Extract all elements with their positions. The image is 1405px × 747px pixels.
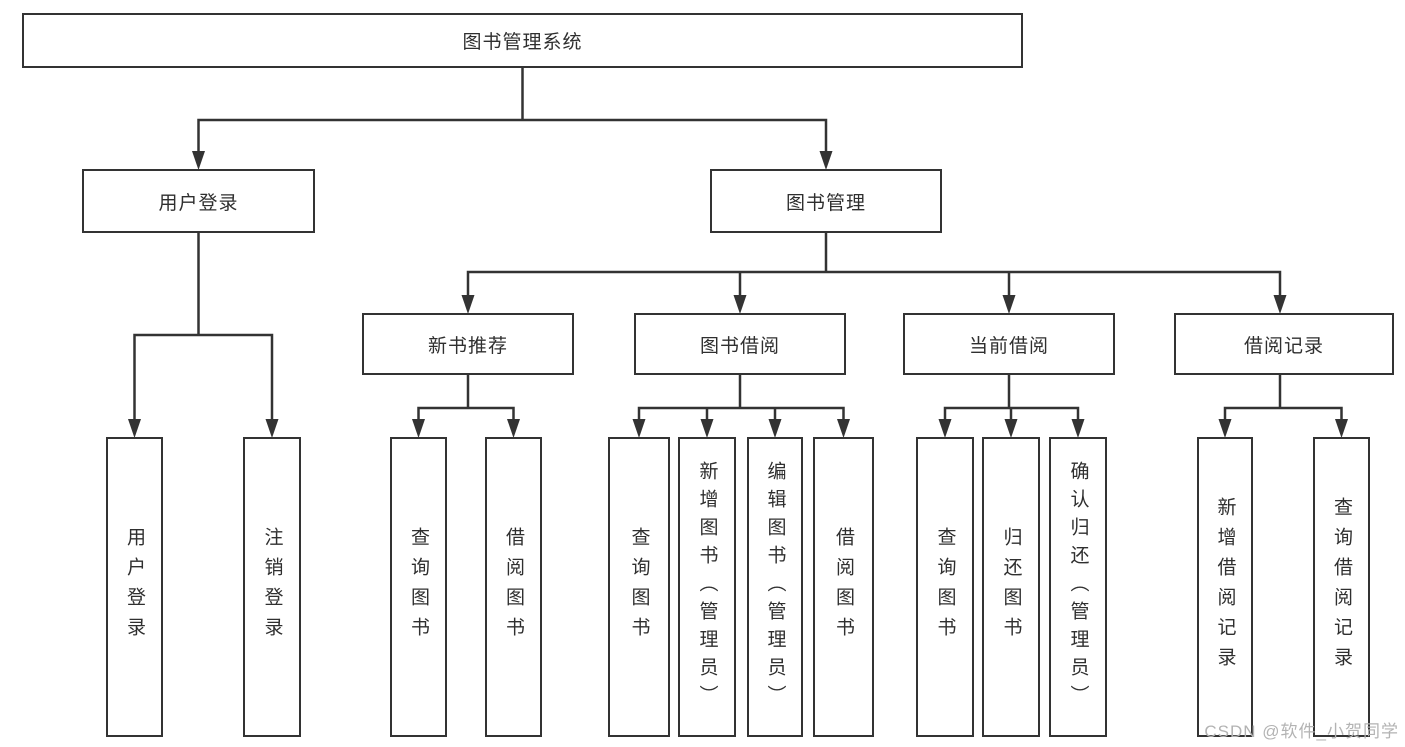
node-label: 新书推荐 (427, 335, 508, 357)
node-leaf-search-books-recommend: 查询图书 (390, 437, 447, 737)
connector-new-book-branch (412, 373, 520, 438)
node-label: 借阅图书 (833, 527, 854, 647)
node-new-book-recommend: 新书推荐 (362, 313, 574, 375)
node-library-management-system: 图书管理系统 (22, 13, 1023, 68)
connector-borrow-records-branch (1218, 373, 1348, 438)
node-current-borrowing: 当前借阅 (903, 313, 1115, 375)
node-label: 查询图书 (628, 527, 650, 647)
node-label: 图书管理 (785, 192, 866, 214)
node-label: 新增借阅记录 (1214, 497, 1236, 677)
node-label: 用户登录 (124, 527, 145, 647)
node-label: 图书管理系统 (462, 32, 583, 53)
node-leaf-add-borrow-record: 新增借阅记录 (1197, 437, 1253, 737)
node-label: 注销登录 (261, 527, 283, 647)
node-label: 新增图书（管理员） (696, 461, 718, 713)
node-label: 图书借阅 (699, 335, 780, 357)
node-label: 编辑图书（管理员） (764, 461, 786, 713)
connector-current-borrowing-branch (938, 373, 1085, 438)
node-leaf-borrow-books-recommend: 借阅图书 (485, 437, 542, 737)
node-label: 借阅记录 (1243, 335, 1324, 357)
node-label: 用户登录 (158, 192, 239, 214)
node-user-login: 用户登录 (82, 169, 315, 233)
connector-book-borrowing-branch (632, 373, 850, 438)
node-leaf-search-books-current: 查询图书 (916, 437, 974, 737)
node-leaf-user-login: 用户登录 (106, 437, 163, 737)
node-book-borrowing: 图书借阅 (634, 313, 846, 375)
connector-user-login-branch (128, 231, 279, 438)
node-leaf-search-books-borrowing: 查询图书 (608, 437, 670, 737)
node-label: 归还图书 (1000, 527, 1022, 647)
node-label: 查询图书 (934, 527, 956, 647)
connector-book-management-branch (461, 231, 1287, 314)
csdn-watermark: CSDN @软件_小贺同学 (1204, 722, 1399, 741)
node-label: 当前借阅 (968, 335, 1049, 357)
node-borrow-records: 借阅记录 (1174, 313, 1394, 375)
node-leaf-search-borrow-record: 查询借阅记录 (1313, 437, 1370, 737)
node-label: 借阅图书 (503, 527, 524, 647)
node-leaf-edit-books-admin: 编辑图书（管理员） (747, 437, 803, 737)
node-label: 查询图书 (408, 527, 429, 647)
node-book-management: 图书管理 (710, 169, 942, 233)
node-leaf-confirm-return-admin: 确认归还（管理员） (1049, 437, 1107, 737)
node-label: 查询借阅记录 (1331, 497, 1352, 677)
node-leaf-add-books-admin: 新增图书（管理员） (678, 437, 736, 737)
node-leaf-return-books: 归还图书 (982, 437, 1040, 737)
connector-root-to-level1 (192, 66, 833, 170)
node-leaf-borrow-books: 借阅图书 (813, 437, 874, 737)
node-leaf-logout: 注销登录 (243, 437, 301, 737)
node-label: 确认归还（管理员） (1067, 461, 1089, 713)
